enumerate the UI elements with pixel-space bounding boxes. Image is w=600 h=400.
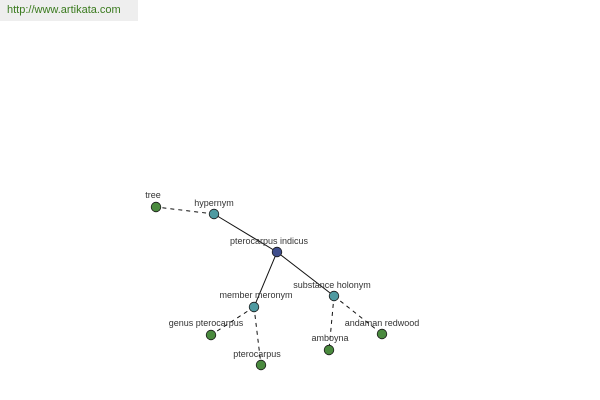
node-amboyna-label: amboyna xyxy=(311,333,348,343)
node-genus-pterocarpus-marker[interactable] xyxy=(205,329,217,341)
site-url-link[interactable]: http://www.artikata.com xyxy=(7,4,121,16)
edge-substance-holonym-amboyna xyxy=(328,295,335,351)
node-member-meronym-marker[interactable] xyxy=(248,301,260,313)
node-substance-holonym-label: substance holonym xyxy=(293,280,371,290)
node-tree-marker[interactable] xyxy=(150,201,162,213)
edge-hypernym-tree xyxy=(155,206,215,215)
node-substance-holonym[interactable]: substance holonym xyxy=(293,280,371,302)
node-tree[interactable]: tree xyxy=(145,190,162,213)
node-andaman-redwood-label: andaman redwood xyxy=(345,318,420,328)
node-substance-holonym-marker[interactable] xyxy=(328,290,340,302)
node-root-marker[interactable] xyxy=(271,246,283,258)
node-andaman-redwood[interactable]: andaman redwood xyxy=(345,318,420,340)
nodes-layer: pterocarpus indicus hypernym tree member me… xyxy=(145,190,420,371)
node-member-meronym-label: member meronym xyxy=(219,290,292,300)
node-amboyna[interactable]: amboyna xyxy=(311,333,349,356)
node-root-label: pterocarpus indicus xyxy=(230,236,309,246)
edge-root-substance-holonym xyxy=(276,251,335,297)
node-genus-pterocarpus[interactable]: genus pterocarpus xyxy=(169,318,244,341)
edge-member-meronym-genus-pterocarpus xyxy=(210,306,255,336)
node-andaman-redwood-marker[interactable] xyxy=(376,328,388,340)
node-pterocarpus-marker[interactable] xyxy=(255,359,267,371)
edge-member-meronym-pterocarpus xyxy=(253,306,262,366)
node-hypernym-label: hypernym xyxy=(194,198,234,208)
edge-substance-holonym-andaman-redwood xyxy=(333,295,383,335)
node-pterocarpus-label: pterocarpus xyxy=(233,349,281,359)
node-genus-pterocarpus-label: genus pterocarpus xyxy=(169,318,244,328)
edge-root-member-meronym xyxy=(253,251,278,308)
node-hypernym[interactable]: hypernym xyxy=(194,198,234,220)
node-hypernym-marker[interactable] xyxy=(208,208,220,220)
node-tree-label: tree xyxy=(145,190,161,200)
node-amboyna-marker[interactable] xyxy=(323,344,335,356)
edges-layer xyxy=(155,206,383,366)
node-root[interactable]: pterocarpus indicus xyxy=(230,236,309,258)
url-banner: http://www.artikata.com xyxy=(0,0,138,21)
edge-root-hypernym xyxy=(213,213,278,253)
node-member-meronym[interactable]: member meronym xyxy=(219,290,293,313)
node-pterocarpus[interactable]: pterocarpus xyxy=(233,349,281,371)
